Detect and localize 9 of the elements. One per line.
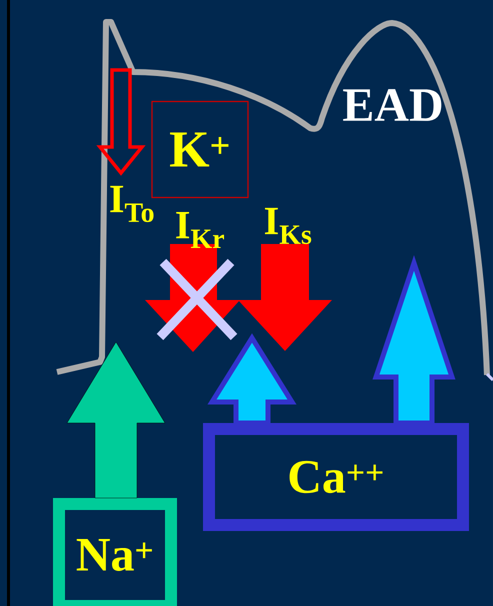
- ion-box: Na$^{+}$: [53, 498, 177, 606]
- block-arrow: [66, 342, 166, 498]
- current-label: I$_{Ks}$: [264, 208, 312, 244]
- current-label: EAD: [343, 89, 442, 121]
- block-arrow: [372, 255, 456, 426]
- ion-box: K$^{+}$: [151, 100, 249, 198]
- block-arrow: [207, 333, 296, 426]
- ion-box: Ca$^{++}$: [203, 423, 469, 531]
- current-label: I$_{To}$: [110, 186, 154, 222]
